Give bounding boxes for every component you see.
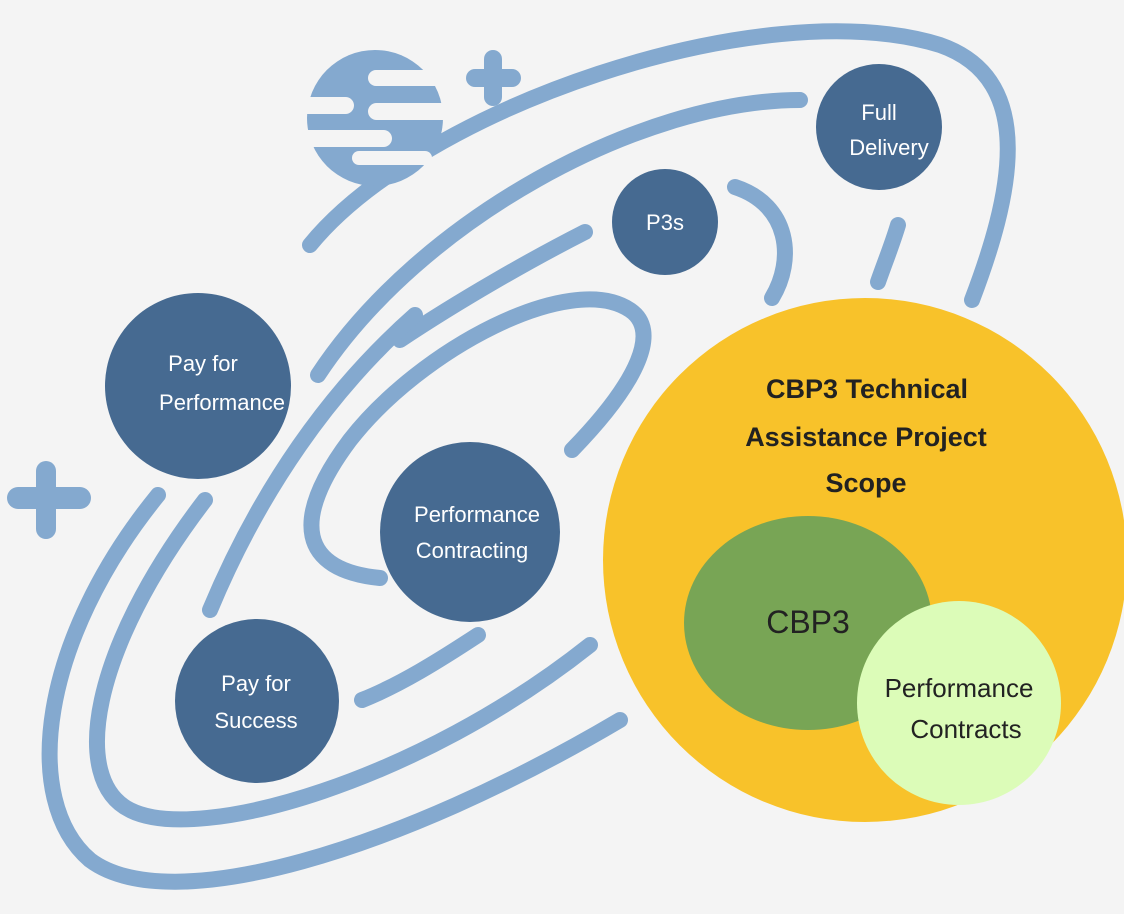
node-performance-contracting: Performance Contracting (380, 442, 560, 622)
orbit-2-lower (89, 492, 598, 828)
node-label-line1: Full (861, 100, 896, 125)
orbit-outer-lower (41, 487, 628, 890)
node-label-line1: Performance (414, 502, 540, 527)
node-circle (612, 169, 718, 275)
planet-band-2 (298, 97, 354, 114)
node-label-line2: Success (214, 708, 297, 733)
orbit-outer (302, 23, 1016, 308)
node-label-line2: Delivery (849, 135, 928, 160)
performance-contracts-circle (857, 601, 1061, 805)
cbp3-label: CBP3 (766, 604, 850, 640)
scope-title-line1: CBP3 Technical (766, 374, 968, 404)
planet-icon (298, 50, 456, 186)
node-label-line2: Contracting (416, 538, 529, 563)
plus-sparkle-icon (466, 50, 521, 106)
performance-contracts-line2: Contracts (910, 714, 1021, 744)
orbit-2 (310, 92, 808, 383)
node-label-line1: Pay for (168, 351, 238, 376)
planet-band-5 (352, 151, 432, 165)
node-label: P3s (646, 210, 684, 235)
node-circle (816, 64, 942, 190)
scope-title-line3: Scope (825, 468, 906, 498)
orbit-inner (303, 291, 652, 586)
planet-band-4 (298, 130, 392, 147)
node-p3s: P3s (612, 169, 718, 275)
orbit-inner-lower (354, 627, 486, 708)
orbit-p3s-left (392, 224, 593, 348)
orbit-p3s-right (727, 179, 793, 306)
node-label-line2: Performance (159, 390, 285, 415)
node-circle (175, 619, 339, 783)
planet-band-1 (368, 70, 444, 86)
orbit-3-lower (202, 307, 423, 618)
node-pay-for-success: Pay for Success (175, 619, 339, 783)
plus-sparkle-icon (7, 461, 91, 539)
plus-left-horizontal (7, 487, 91, 509)
planet-band-3 (368, 103, 456, 120)
plus-top-horizontal (466, 69, 521, 87)
orbit-lines (41, 23, 1016, 890)
node-pay-for-performance: Pay for Performance (105, 293, 291, 479)
project-scope: CBP3 Technical Assistance Project Scope … (603, 298, 1124, 822)
node-label-line1: Pay for (221, 671, 291, 696)
node-circle (105, 293, 291, 479)
orbit-full-delivery (870, 217, 906, 290)
node-circle (380, 442, 560, 622)
node-full-delivery: Full Delivery (816, 64, 942, 190)
performance-contracts-line1: Performance (885, 673, 1034, 703)
scope-title-line2: Assistance Project (745, 422, 987, 452)
